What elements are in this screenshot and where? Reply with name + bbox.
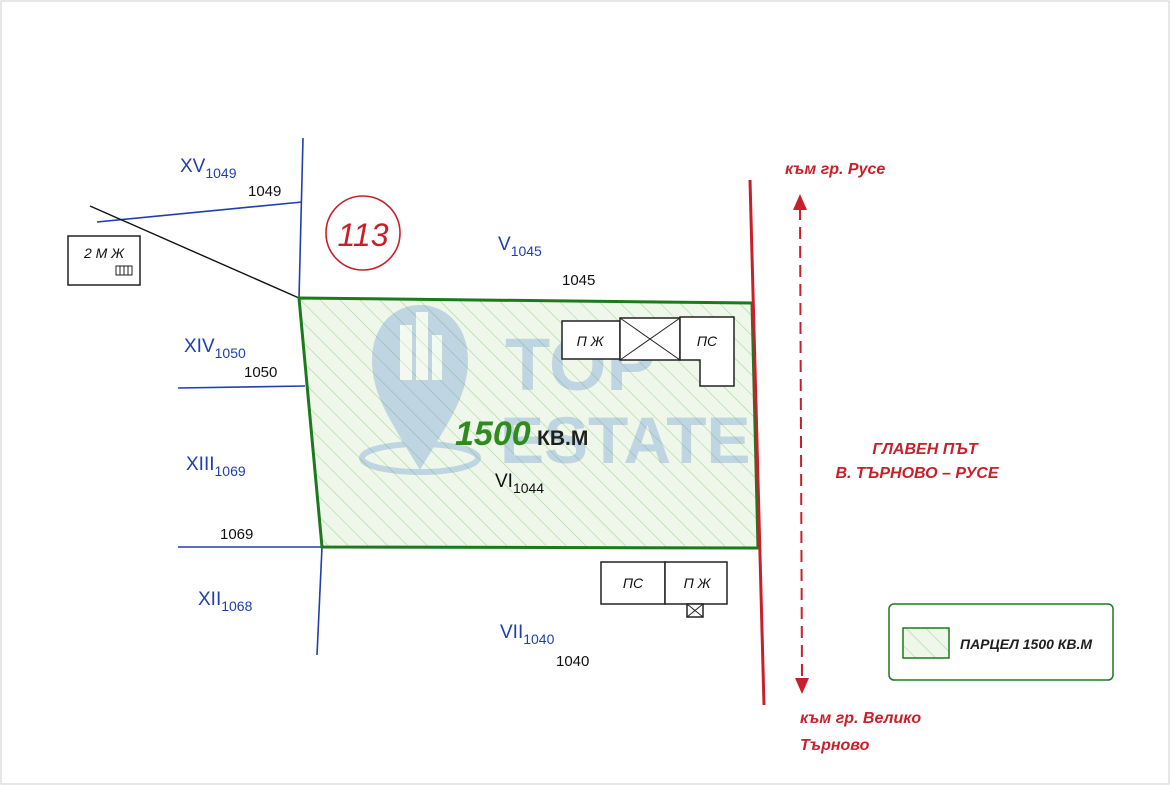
- neighbor-label-vii: VII1040: [500, 622, 555, 647]
- road-name-line2: В. ТЪРНОВО – РУСЕ: [835, 465, 999, 482]
- arrow-down-icon: [795, 678, 809, 694]
- boundary-line-black: [89, 205, 300, 299]
- road-to-veliko-line1: към гр. Велико: [800, 710, 921, 727]
- neighbor-boundaries: [96, 137, 323, 656]
- building-bottom-right-label: П Ж: [684, 575, 712, 591]
- building-top-right: [679, 316, 735, 387]
- neighbor-number-1045: 1045: [562, 272, 595, 289]
- legend-swatch: [902, 627, 950, 659]
- parcel-lot-label: VI1044: [495, 471, 544, 496]
- parcel-number-circle: [325, 195, 401, 271]
- building-bottom-left-label: ПС: [623, 575, 644, 591]
- parcel-area-value: 1500: [455, 415, 531, 453]
- building-outside-label: 2 М Ж: [83, 245, 125, 261]
- road-to-ruse: към гр. Русе: [785, 161, 885, 178]
- building-outside: 2 М Ж: [67, 235, 141, 286]
- neighbor-label-xiv: XIV1050: [184, 336, 246, 361]
- boundary-line: [316, 546, 323, 656]
- road-line: [748, 179, 766, 706]
- boundary-line: [298, 137, 304, 299]
- neighbor-number-1049: 1049: [248, 183, 281, 200]
- legend: ПАРЦЕЛ 1500 КВ.М: [888, 603, 1114, 681]
- neighbor-label-xv: XV1049: [180, 156, 237, 181]
- parcel-area-unit: КВ.М: [537, 427, 588, 450]
- legend-label: ПАРЦЕЛ 1500 КВ.М: [960, 636, 1092, 652]
- boundary-line: [177, 385, 306, 389]
- buildings-bottom-group: [600, 561, 728, 618]
- building-top-right-label: ПС: [697, 333, 718, 349]
- watermark-line2: ESTATE: [500, 403, 751, 477]
- legend-box: [888, 603, 1114, 681]
- arrow-up-icon: [793, 194, 807, 210]
- neighbor-label-xii: XII1068: [198, 589, 253, 614]
- neighbor-number-1069: 1069: [220, 526, 253, 543]
- parcel-number: 113: [337, 217, 388, 253]
- building-bottom-right: [664, 561, 728, 605]
- neighbor-label-xiii: XIII1069: [186, 454, 246, 479]
- neighbor-number-1050: 1050: [244, 364, 277, 381]
- buildings-top-group: [561, 316, 735, 387]
- road-direction-dashed: [799, 207, 803, 681]
- boundary-line: [96, 201, 303, 223]
- neighbor-label-v: V1045: [498, 234, 542, 259]
- neighbor-number-1040: 1040: [556, 653, 589, 670]
- road-name-line1: ГЛАВЕН ПЪТ: [872, 441, 979, 458]
- building-top-left: [561, 320, 621, 360]
- road-to-veliko-line2: Търново: [800, 737, 870, 754]
- building-top-left-label: П Ж: [577, 333, 605, 349]
- watermark-pin-icon: [372, 305, 468, 470]
